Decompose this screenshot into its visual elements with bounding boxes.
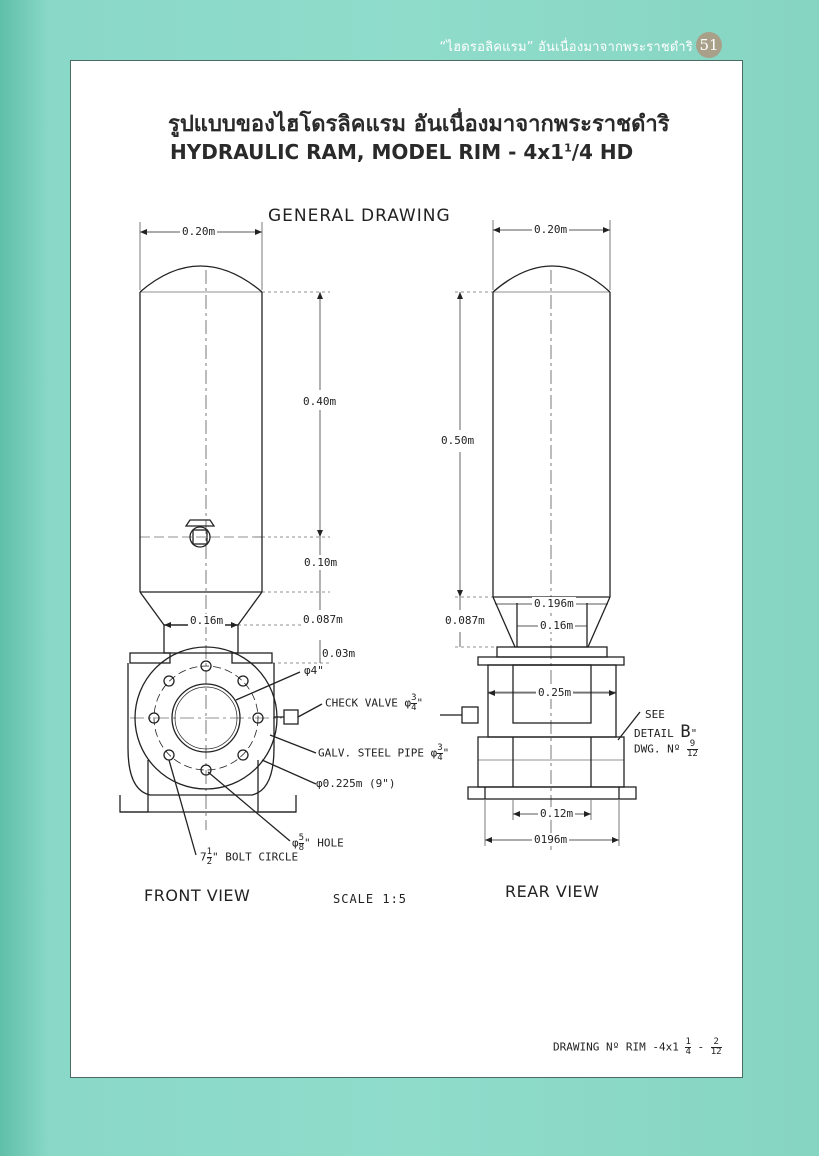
page-number-badge: 51 [696, 32, 722, 58]
running-header: “ไฮดรอลิคแรม” อันเนื่องมาจากพระราชดำริ [439, 40, 693, 55]
front-view-drawing [119, 222, 330, 856]
rear-view-drawing [440, 220, 641, 850]
